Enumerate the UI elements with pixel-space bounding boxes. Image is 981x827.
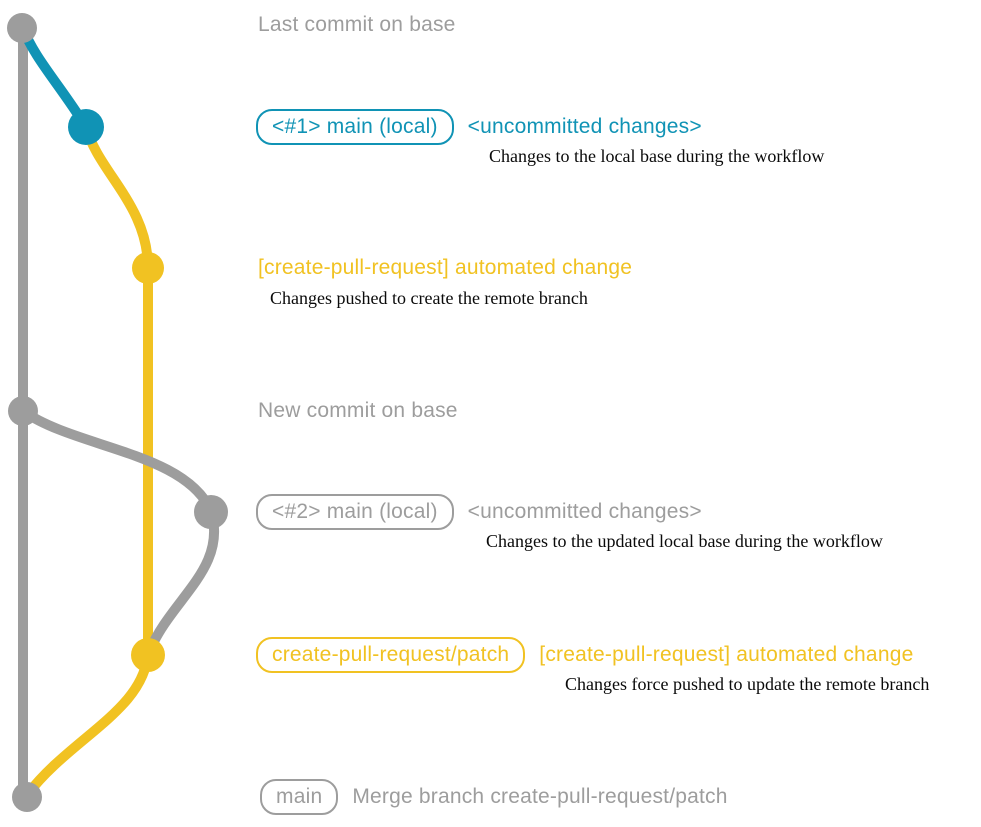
commit-dot-push-1 xyxy=(132,252,164,284)
commit-dot-new-base xyxy=(8,396,38,426)
commit-annotation: Changes to the local base during the wor… xyxy=(489,146,825,166)
commit-dot-push-2 xyxy=(131,638,165,672)
commit-message: <uncommitted changes> xyxy=(467,500,702,523)
commit-message: <uncommitted changes> xyxy=(467,115,702,138)
commit-message: [create-pull-request] automated change xyxy=(258,256,633,279)
branch-ref-badge: create-pull-request/patch xyxy=(256,637,526,673)
commit-row-push-1: [create-pull-request] automated change xyxy=(258,250,632,286)
commit-row-last-base: Last commit on base xyxy=(258,7,456,43)
branch-ref-badge: <#1> main (local) xyxy=(256,109,454,145)
commit-message: New commit on base xyxy=(258,399,458,422)
commit-row-local-1: <#1> main (local) <uncommitted changes> xyxy=(256,109,702,145)
commit-dot-local-2 xyxy=(194,495,228,529)
patch-branch-line xyxy=(22,122,153,800)
commit-message: Last commit on base xyxy=(258,13,456,36)
local-main-branch-curve-2 xyxy=(18,406,220,655)
commit-row-push-2: create-pull-request/patch [create-pull-r… xyxy=(256,637,913,673)
branch-ref-badge: main xyxy=(260,779,339,815)
branch-ref-badge: <#2> main (local) xyxy=(256,494,454,530)
commit-row-local-2: <#2> main (local) <uncommitted changes> xyxy=(256,494,702,530)
commit-row-new-base: New commit on base xyxy=(258,393,458,429)
commit-dot-merge xyxy=(12,782,42,812)
commit-message: [create-pull-request] automated change xyxy=(539,643,914,666)
commit-message: Merge branch create-pull-request/patch xyxy=(352,785,728,808)
commit-annotation: Changes to the updated local base during… xyxy=(486,531,883,551)
git-graph xyxy=(7,13,228,812)
commit-row-merge: main Merge branch create-pull-request/pa… xyxy=(260,779,728,815)
commit-dot-local-1 xyxy=(68,109,104,145)
commit-annotation: Changes pushed to create the remote bran… xyxy=(270,288,588,308)
commit-dot-last-base xyxy=(7,13,37,43)
commit-annotation: Changes force pushed to update the remot… xyxy=(565,674,930,694)
